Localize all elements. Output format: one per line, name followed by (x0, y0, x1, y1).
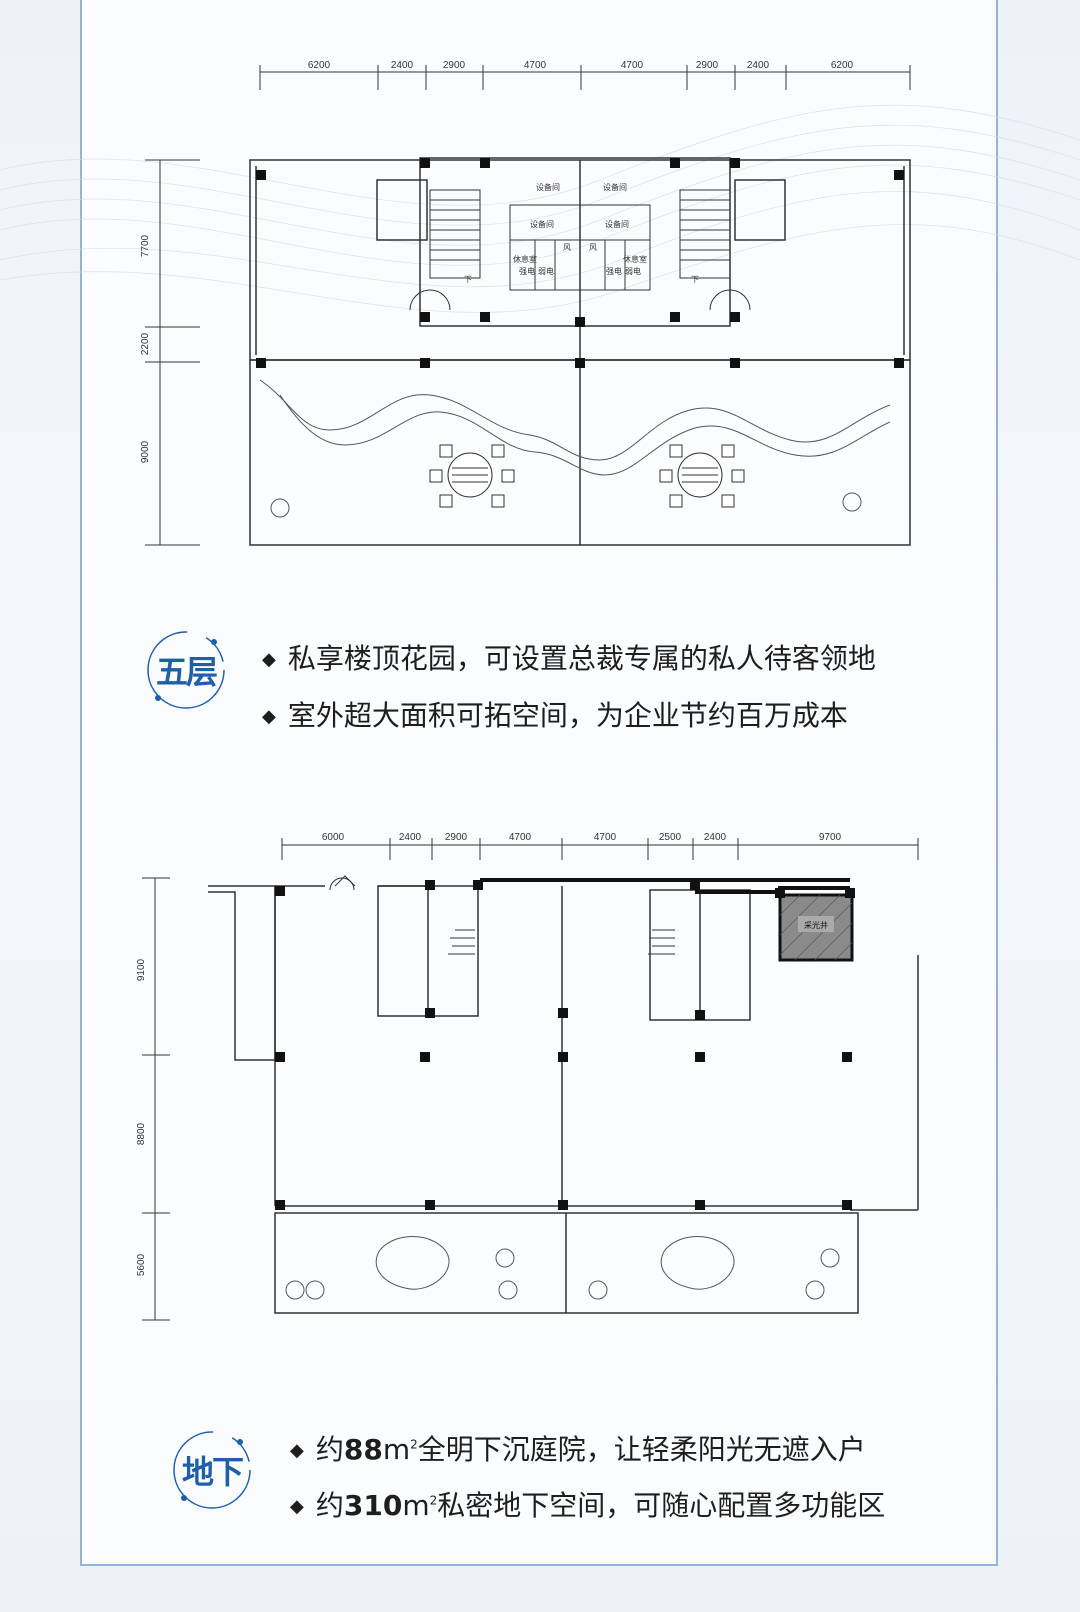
b-dim-left-3: 5600 (136, 1253, 147, 1276)
f5-dim-top-7: 2400 (747, 60, 770, 71)
f5-dim-top-6: 2900 (696, 60, 719, 71)
b-dim-top-4: 4700 (509, 832, 532, 843)
diamond-icon: ◆ (290, 1496, 304, 1517)
f5-dim-top-8: 6200 (831, 60, 854, 71)
b-dim-top-6: 2500 (659, 832, 682, 843)
diamond-icon: ◆ (262, 649, 276, 670)
b-dim-top-2: 2400 (399, 832, 422, 843)
f5-dim-top-1: 6200 (308, 60, 331, 71)
f5-room-9: 强电 (519, 266, 535, 276)
b2-unit: m (402, 1489, 430, 1522)
b1-unit: m (382, 1433, 411, 1466)
f5-room-4: 设备间 (605, 219, 629, 229)
b1-post: 全明下沉庭院，让轻柔阳光无遮入户 (417, 1433, 866, 1466)
b2-post: 私密地下空间，可随心配置多功能区 (437, 1489, 886, 1522)
f5-room-1: 设备间 (536, 182, 560, 192)
f5-dim-left-3: 9000 (140, 440, 151, 463)
b-dim-left-2: 8800 (136, 1122, 147, 1145)
f5-dim-top-2: 2400 (391, 60, 414, 71)
floor5-badge-label: 五层 (155, 653, 218, 691)
b1-num: 88 (343, 1433, 383, 1466)
b1-pre: 约 (315, 1433, 344, 1466)
f5-room-10: 弱电 (538, 266, 554, 276)
b-dim-top-1: 6000 (322, 832, 345, 843)
f5-room-7: 休息室 (513, 254, 537, 264)
f5-dim-top-4: 4700 (524, 60, 547, 71)
f5-room-5: 风 (563, 243, 571, 252)
f5-dim-left-1: 7700 (140, 234, 151, 257)
b-dim-top-8: 9700 (819, 832, 842, 843)
floor5-plan: 6200 2400 2900 4700 4700 2900 2400 6200 … (140, 60, 911, 546)
f5-room-6: 风 (589, 243, 597, 252)
badge-ring-icon (147, 631, 225, 709)
basement-bullet-1: ◆ 约88m2全明下沉庭院，让轻柔阳光无遮入户 (290, 1428, 866, 1468)
floor5-bullet-1: ◆ 私享楼顶花园，可设置总裁专属的私人待客领地 (262, 637, 876, 677)
basement-badge-label: 地下 (181, 1453, 244, 1491)
b-dim-left-1: 9100 (136, 958, 147, 981)
floor5-bullet-2: ◆ 室外超大面积可拓空间，为企业节约百万成本 (262, 694, 848, 734)
badge-ring-icon (173, 1431, 251, 1509)
f5-room-3: 设备间 (530, 219, 554, 229)
basement-plan: 6000 2400 2900 4700 4700 2500 2400 9700 … (136, 832, 919, 1321)
diamond-icon: ◆ (290, 1440, 304, 1461)
f5-room-14: 下 (691, 275, 699, 284)
diamond-icon: ◆ (262, 706, 276, 727)
f5-dim-left-2: 2200 (140, 332, 151, 355)
b-dim-top-5: 4700 (594, 832, 617, 843)
b-lightwell-label: 采光井 (804, 920, 828, 930)
b1-sup: 2 (410, 1437, 418, 1452)
f5-room-8: 休息室 (623, 254, 647, 264)
f5-room-12: 弱电 (625, 266, 641, 276)
b2-sup: 2 (429, 1493, 438, 1508)
basement-bullet-2: ◆ 约310m2私密地下空间，可随心配置多功能区 (290, 1484, 885, 1524)
f5-dim-top-5: 4700 (621, 60, 644, 71)
f5-room-11: 强电 (606, 266, 622, 276)
b2-pre: 约 (315, 1489, 344, 1522)
b-dim-top-7: 2400 (704, 832, 727, 843)
floor5-badge: 五层 (144, 628, 228, 712)
b2-num: 310 (343, 1489, 403, 1522)
b-dim-top-3: 2900 (445, 832, 468, 843)
basement-badge: 地下 (170, 1428, 254, 1512)
f5-room-13: 下 (464, 275, 472, 284)
f5-room-2: 设备间 (603, 182, 627, 192)
floor5-bullet-2-text: 室外超大面积可拓空间，为企业节约百万成本 (287, 699, 848, 732)
f5-dim-top-3: 2900 (443, 60, 466, 71)
floor5-bullet-1-text: 私享楼顶花园，可设置总裁专属的私人待客领地 (287, 642, 876, 675)
